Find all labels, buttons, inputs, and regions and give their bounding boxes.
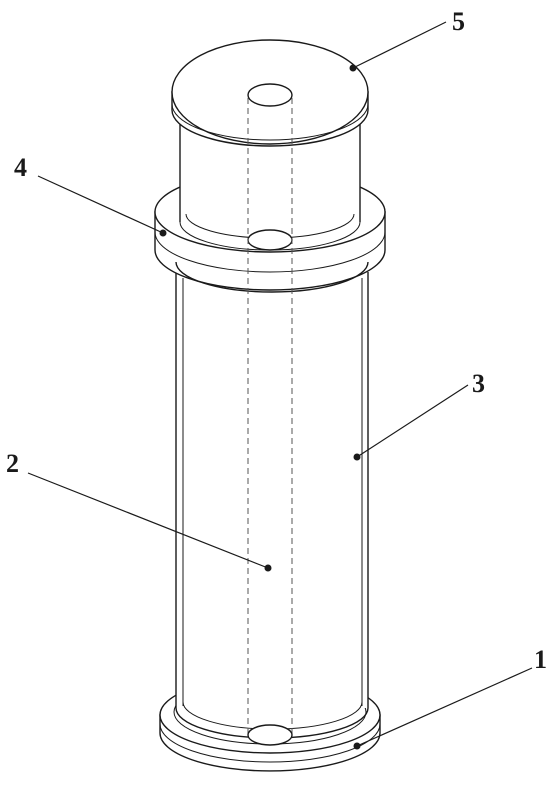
leader-dot-3 xyxy=(353,453,361,461)
leader-dot-5 xyxy=(349,64,357,72)
central-bore-hidden xyxy=(247,98,293,746)
label-3: 3 xyxy=(472,369,485,398)
leader-1 xyxy=(353,667,533,750)
leader-5 xyxy=(349,21,447,72)
label-2: 2 xyxy=(6,449,19,478)
label-1: 1 xyxy=(534,645,547,674)
leader-4 xyxy=(37,175,167,237)
leader-dot-1 xyxy=(353,742,361,750)
label-4: 4 xyxy=(14,153,27,182)
leader-3 xyxy=(353,384,469,461)
leader-2 xyxy=(27,472,272,572)
leader-dot-4 xyxy=(159,229,167,237)
top-cap xyxy=(171,39,369,147)
cylinder-body xyxy=(175,270,369,739)
label-5: 5 xyxy=(452,7,465,36)
leader-dot-2 xyxy=(264,564,272,572)
